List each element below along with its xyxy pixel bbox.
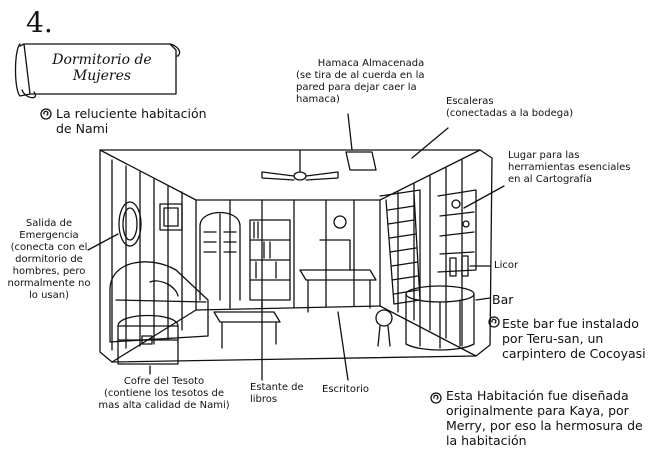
note-nami-room: La reluciente habitación de Nami: [56, 106, 207, 136]
note-bar: Este bar fue instalado por Teru-san, un …: [502, 316, 646, 361]
label-cartography-line-3: en al Cartografía: [508, 174, 593, 185]
label-emergency-line-6: normalmente no: [7, 278, 91, 289]
leader-desk: [337, 311, 349, 381]
note-bar-line-1: Este bar fue instalado: [502, 316, 639, 331]
label-hammock-line-3: pared para dejar caer la: [296, 82, 417, 93]
label-hammock-line-4: hamaca): [296, 94, 340, 105]
label-emergency-line-5: hombres, pero: [12, 266, 86, 277]
label-emergency-exit: Salida de Emergencia (conecta con el dor…: [6, 218, 92, 302]
note-kaya-line-1: Esta Habitación fue diseñada: [446, 388, 629, 403]
label-stairs: Escaleras (conectadas a la bodega): [446, 96, 573, 120]
bullet-icon-2: [488, 316, 500, 328]
label-hammock-line-2: (se tira de al cuerda en la: [296, 70, 425, 81]
title-line-1: Dormitorio de: [52, 52, 152, 68]
note-bar-line-2: por Teru-san, un: [502, 331, 604, 346]
page-number: 4.: [26, 6, 53, 39]
label-chest-line-2: (contiene los tesotos de: [104, 388, 224, 399]
label-cartography: Lugar para las herramientas esenciales e…: [508, 150, 631, 186]
label-emergency-line-4: dormitorio de: [15, 254, 83, 265]
label-hammock: Hamaca Almacenada (se tira de al cuerda …: [296, 58, 446, 106]
leader-emergency: [87, 233, 119, 251]
label-cartography-line-1: Lugar para las: [508, 150, 580, 161]
bullet-icon-1: [40, 108, 52, 120]
label-liquor: Licor: [494, 260, 519, 271]
label-chest: Cofre del Tesoto (contiene los tesotos d…: [84, 376, 244, 412]
leader-hammock: [347, 113, 353, 151]
note-nami-room-line-2: de Nami: [56, 121, 109, 136]
label-chest-line-1: Cofre del Tesoto: [123, 376, 205, 387]
title-scroll: [14, 43, 181, 99]
label-emergency-line-1: Salida de: [25, 218, 73, 229]
label-chest-line-3: mas alta calidad de Nami): [98, 400, 230, 411]
label-bookshelf: Estante de libros: [250, 382, 304, 406]
label-stairs-line-2: (conectadas a la bodega): [446, 108, 574, 119]
label-emergency-line-3: (conecta con el: [10, 242, 88, 253]
leader-cartography: [463, 185, 505, 209]
label-bar: Bar: [492, 292, 514, 307]
note-bar-line-3: carpintero de Cocoyasi: [502, 346, 646, 361]
label-stairs-line-1: Escaleras: [446, 96, 494, 107]
label-hammock-line-1: Hamaca Almacenada: [317, 58, 425, 69]
leader-bar: [475, 297, 491, 301]
label-bookshelf-line-2: libros: [250, 394, 278, 405]
note-kaya: Esta Habitación fue diseñada originalmen…: [446, 388, 643, 448]
label-desk: Escritorio: [322, 384, 369, 395]
label-emergency-line-7: lo usan): [29, 290, 69, 301]
label-bookshelf-line-1: Estante de: [250, 382, 304, 393]
label-cartography-line-2: herramientas esenciales: [508, 162, 631, 173]
note-kaya-line-2: originalmente para Kaya, por: [446, 403, 629, 418]
note-nami-room-line-1: La reluciente habitación: [56, 106, 207, 121]
label-emergency-line-2: Emergencia: [19, 230, 79, 241]
bullet-icon-3: [430, 392, 442, 404]
note-kaya-line-3: Merry, por eso la hermosura de: [446, 418, 643, 433]
page-title: Dormitorio de Mujeres: [32, 52, 172, 84]
title-line-2: Mujeres: [72, 68, 132, 84]
note-kaya-line-4: la habitación: [446, 433, 527, 448]
leader-stairs: [411, 127, 449, 159]
